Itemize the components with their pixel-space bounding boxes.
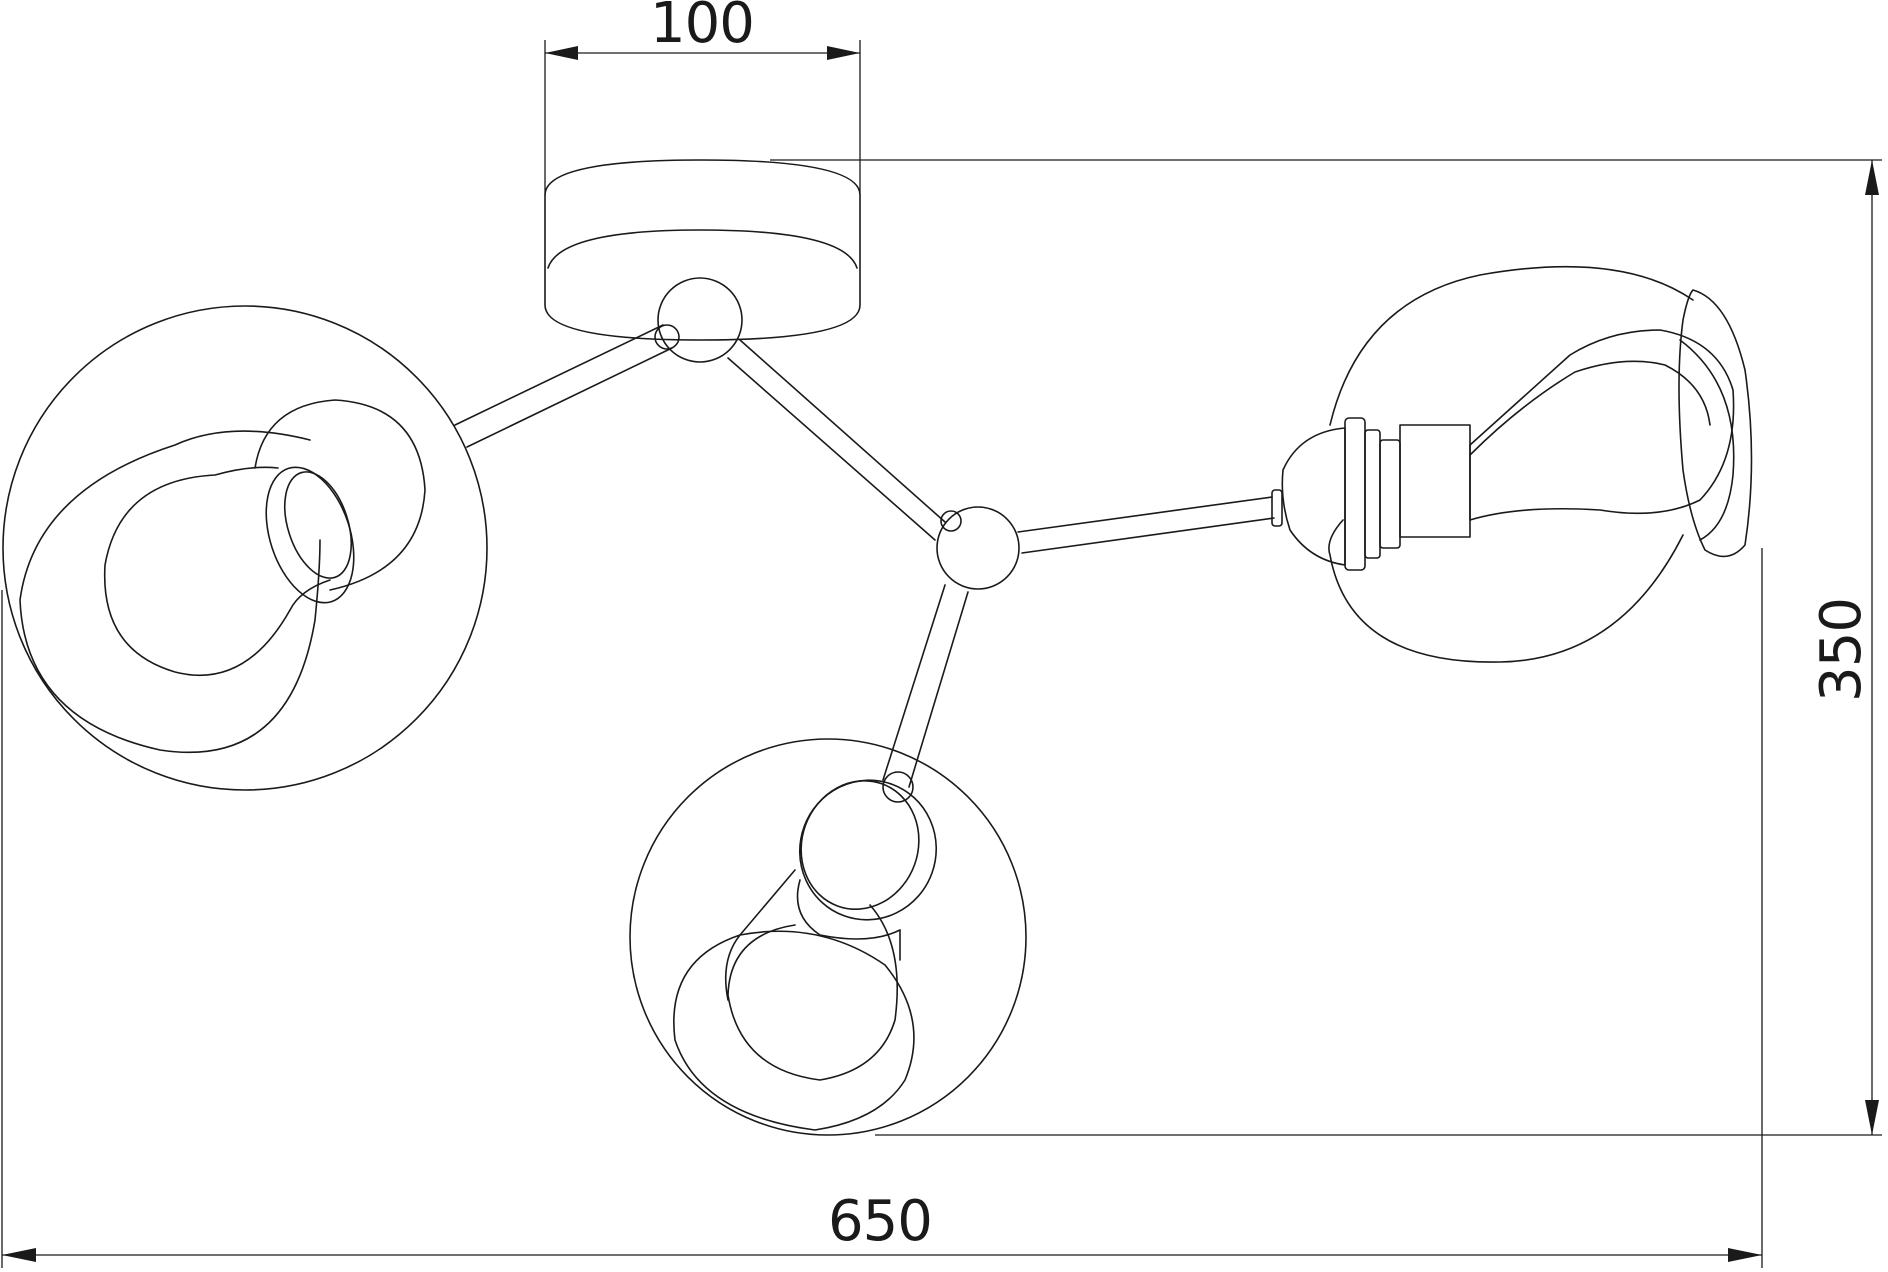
left-arm	[454, 324, 673, 448]
left-shade	[2, 305, 488, 791]
dimension-label-base-width: 100	[650, 0, 754, 56]
dimension-total-height: 350	[770, 159, 1882, 1136]
dimension-label-total-width: 650	[828, 1189, 932, 1254]
right-shade	[1281, 265, 1753, 663]
ceiling-canopy	[544, 159, 861, 341]
dimension-base-width: 100	[544, 0, 861, 195]
canopy-joint	[654, 277, 743, 363]
dimension-label-total-height: 350	[1809, 598, 1874, 702]
dimension-total-width: 650	[1, 548, 1763, 1268]
center-arm	[727, 339, 946, 541]
lower-arm	[882, 584, 969, 803]
right-arm	[1017, 489, 1283, 554]
bottom-shade	[629, 738, 1027, 1136]
center-joint	[936, 506, 1020, 590]
